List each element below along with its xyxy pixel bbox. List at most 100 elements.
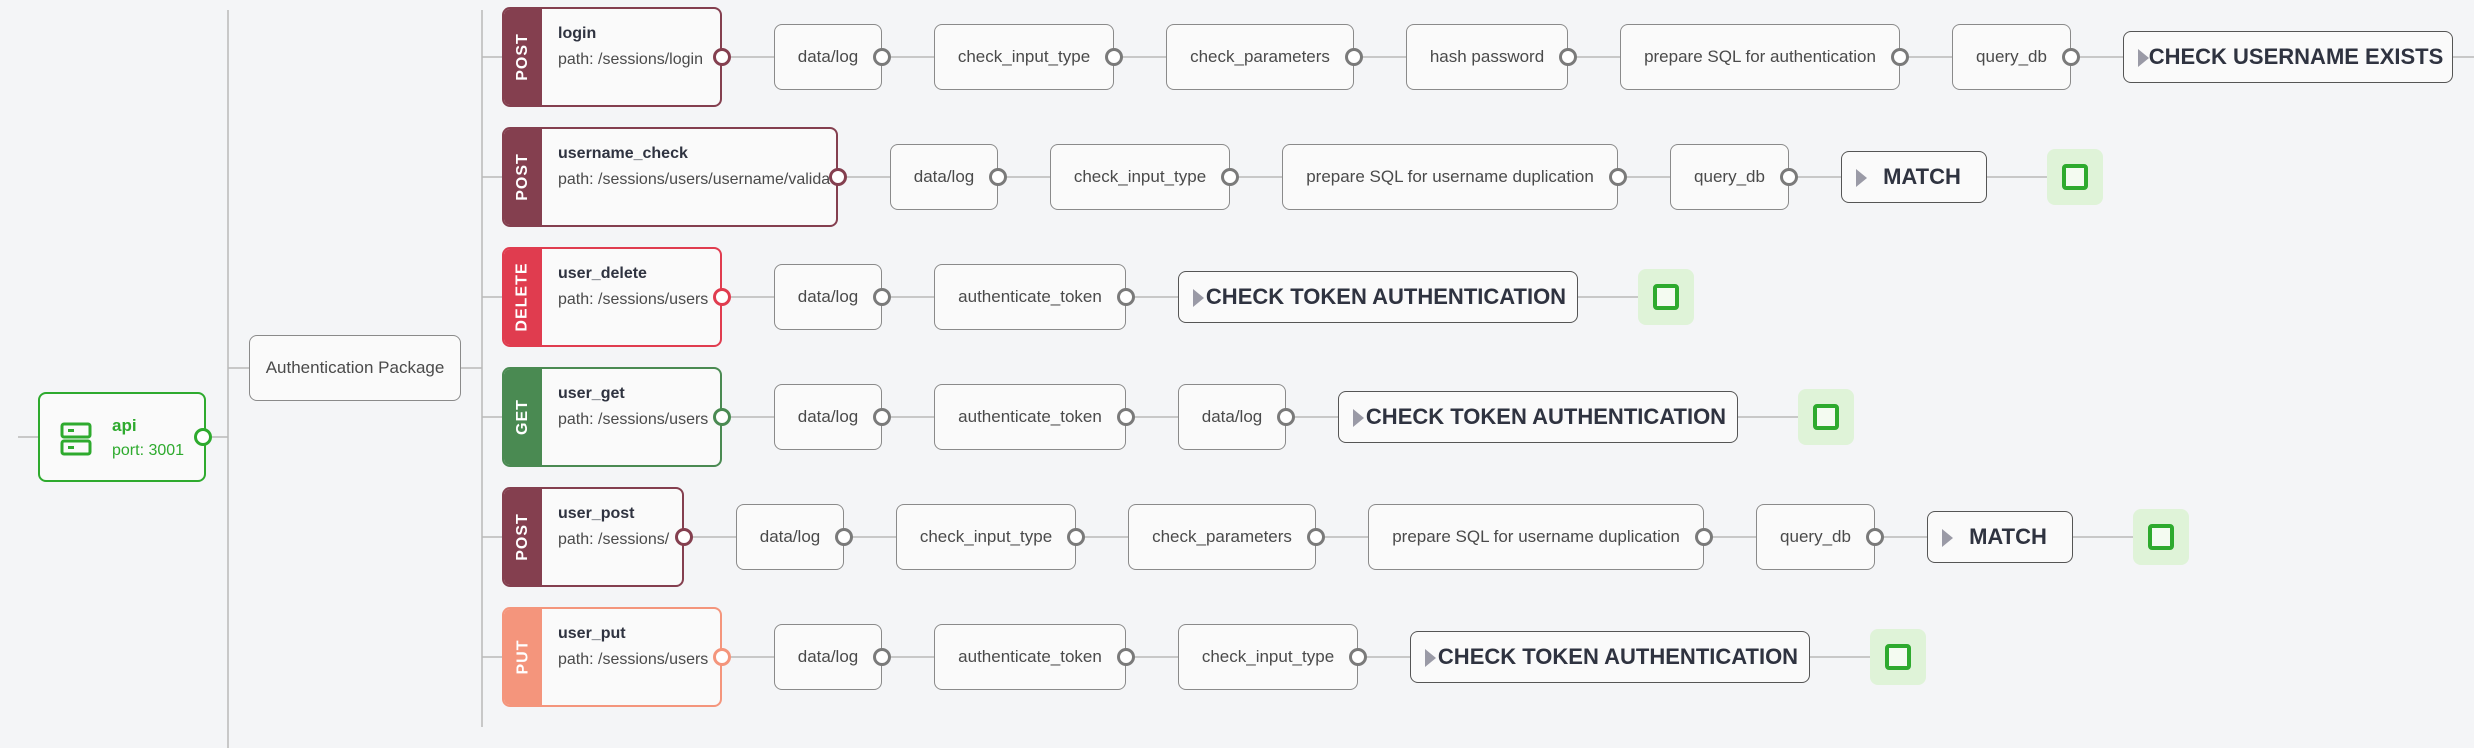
method-label: DELETE <box>514 262 531 332</box>
step-node[interactable]: query_db <box>1756 504 1875 570</box>
gate-label: CHECK TOKEN AUTHENTICATION <box>1205 284 1567 309</box>
route-output-port[interactable] <box>713 48 731 66</box>
step-output-port[interactable] <box>1866 528 1884 546</box>
step-node[interactable]: query_db <box>1952 24 2071 90</box>
step-output-port[interactable] <box>1221 168 1239 186</box>
route-output-port[interactable] <box>713 648 731 666</box>
step-output-port[interactable] <box>989 168 1007 186</box>
step-output-port[interactable] <box>1117 288 1135 306</box>
end-node[interactable] <box>2047 149 2103 205</box>
step-label: check_input_type <box>957 47 1091 66</box>
step-node[interactable]: prepare SQL for username duplication <box>1368 504 1704 570</box>
route-name: user_post <box>558 505 635 522</box>
step-node[interactable]: query_db <box>1670 144 1789 210</box>
step-output-port[interactable] <box>873 648 891 666</box>
step-node[interactable]: data/log <box>736 504 844 570</box>
end-node[interactable] <box>1638 269 1694 325</box>
step-node[interactable]: data/log <box>774 384 882 450</box>
route-path: path: /sessions/users/username/validate <box>558 171 838 188</box>
step-output-port[interactable] <box>1349 648 1367 666</box>
step-label: data/log <box>759 527 821 546</box>
step-output-port[interactable] <box>1277 408 1295 426</box>
step-output-port[interactable] <box>1117 648 1135 666</box>
method-label: GET <box>513 399 531 435</box>
step-output-port[interactable] <box>1891 48 1909 66</box>
api-port: port: 3001 <box>112 442 185 459</box>
step-node[interactable]: data/log <box>774 264 882 330</box>
step-node[interactable]: authenticate_token <box>934 384 1126 450</box>
step-label: data/log <box>913 167 975 186</box>
route-output-port[interactable] <box>829 168 847 186</box>
step-node[interactable]: authenticate_token <box>934 624 1126 690</box>
stop-icon <box>1885 644 1911 670</box>
end-node[interactable] <box>1870 629 1926 685</box>
step-output-port[interactable] <box>1695 528 1713 546</box>
step-node[interactable]: data/log <box>1178 384 1286 450</box>
step-node[interactable]: check_parameters <box>1128 504 1316 570</box>
step-label: prepare SQL for username duplication <box>1392 527 1680 546</box>
step-label: authenticate_token <box>958 647 1102 666</box>
play-icon <box>2138 49 2149 67</box>
step-output-port[interactable] <box>1345 48 1363 66</box>
step-output-port[interactable] <box>1559 48 1577 66</box>
step-output-port[interactable] <box>1067 528 1085 546</box>
method-badge: POST <box>504 129 542 225</box>
step-node[interactable]: hash password <box>1406 24 1568 90</box>
step-label: data/log <box>797 407 859 426</box>
step-node[interactable]: check_parameters <box>1166 24 1354 90</box>
route-path: path: /sessions/login <box>558 51 703 68</box>
play-icon <box>1353 409 1364 427</box>
step-output-port[interactable] <box>873 288 891 306</box>
route-output-port[interactable] <box>713 408 731 426</box>
route-path: path: /sessions/users <box>558 411 709 428</box>
route-output-port[interactable] <box>713 288 731 306</box>
step-output-port[interactable] <box>1117 408 1135 426</box>
step-output-port[interactable] <box>1780 168 1798 186</box>
step-output-port[interactable] <box>1105 48 1123 66</box>
step-output-port[interactable] <box>1609 168 1627 186</box>
step-node[interactable]: data/log <box>890 144 998 210</box>
step-output-port[interactable] <box>2062 48 2080 66</box>
condition-gate[interactable]: MATCH <box>1841 151 1987 203</box>
package-label: Authentication Package <box>265 358 445 377</box>
step-node[interactable]: check_input_type <box>896 504 1076 570</box>
api-output-port[interactable] <box>194 428 212 446</box>
step-node[interactable]: prepare SQL for authentication <box>1620 24 1900 90</box>
end-node[interactable] <box>2133 509 2189 565</box>
route-path: path: /sessions/ <box>558 531 670 548</box>
step-node[interactable]: check_input_type <box>934 24 1114 90</box>
condition-gate[interactable]: CHECK TOKEN AUTHENTICATION <box>1338 391 1738 443</box>
step-label: data/log <box>797 47 859 66</box>
step-output-port[interactable] <box>1307 528 1325 546</box>
step-node[interactable]: authenticate_token <box>934 264 1126 330</box>
step-output-port[interactable] <box>835 528 853 546</box>
route-output-port[interactable] <box>675 528 693 546</box>
method-badge: DELETE <box>504 249 542 345</box>
gate-label: CHECK USERNAME EXISTS <box>2148 44 2444 69</box>
step-output-port[interactable] <box>873 48 891 66</box>
condition-gate[interactable]: CHECK TOKEN AUTHENTICATION <box>1410 631 1810 683</box>
play-icon <box>1942 529 1953 547</box>
package-node[interactable]: Authentication Package <box>249 335 461 401</box>
api-node[interactable]: api port: 3001 <box>38 392 206 482</box>
step-node[interactable]: data/log <box>774 24 882 90</box>
condition-gate[interactable]: CHECK TOKEN AUTHENTICATION <box>1178 271 1578 323</box>
step-node[interactable]: prepare SQL for username duplication <box>1282 144 1618 210</box>
gate-label: CHECK TOKEN AUTHENTICATION <box>1365 404 1727 429</box>
step-node[interactable]: data/log <box>774 624 882 690</box>
api-name: api <box>112 416 137 435</box>
condition-gate[interactable]: CHECK USERNAME EXISTS <box>2123 31 2453 83</box>
step-output-port[interactable] <box>873 408 891 426</box>
stop-icon <box>2062 164 2088 190</box>
step-node[interactable]: check_input_type <box>1050 144 1230 210</box>
condition-gate[interactable]: MATCH <box>1927 511 2073 563</box>
end-node[interactable] <box>1798 389 1854 445</box>
step-node[interactable]: check_input_type <box>1178 624 1358 690</box>
